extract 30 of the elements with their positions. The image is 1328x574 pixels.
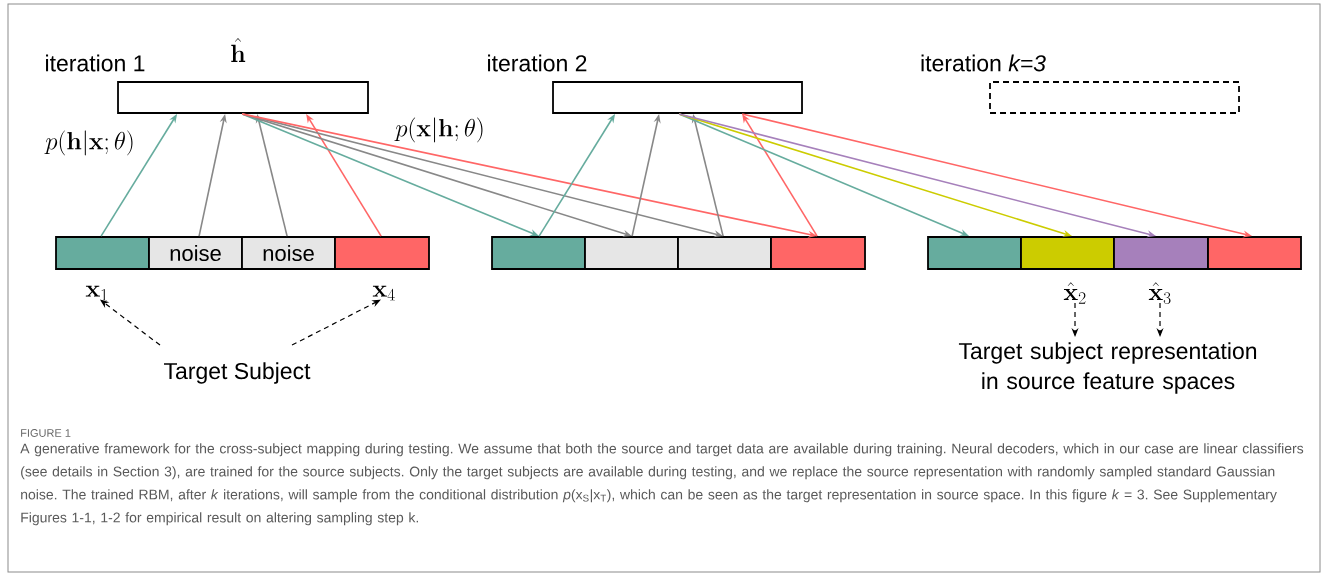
vector-cell: noise — [148, 236, 243, 270]
vector-cell — [677, 236, 772, 270]
hidden-layer-box — [989, 81, 1240, 114]
math-label: $\mathbf{x}_4$ — [372, 285, 395, 301]
vector-cell — [491, 236, 586, 270]
vector-cell — [334, 236, 430, 270]
hidden-layer-box — [117, 81, 369, 114]
iteration-label: iteration k=3 — [921, 54, 1046, 72]
math-label: $p(\mathbf{x}|\mathbf{h};\theta)$ — [394, 117, 483, 143]
math-label: $\mathbf{x}_1$ — [85, 285, 107, 301]
math-label: $\hat{\mathbf{x}}_3$ — [1148, 282, 1171, 304]
vector-cell — [1113, 236, 1209, 270]
math-label: $p(\mathbf{h}|\mathbf{x};\theta)$ — [44, 130, 133, 156]
vector-cell — [1020, 236, 1115, 270]
caption-text: A generative framework for the cross-subject mapping during testing. We assume that both the source and target data are available during training. Neural decoders, which in our case are linear classifiers (see details in Section 3), are trained for the source subjects. Only the target subjects are available during testing, and we replace the source representation with randomly sampled standard Gaussian noise. The trained RBM, after k iterations, will sample from the conditional distribution p(x$_{S}$|x$_{T}$), which can be seen as the target representation in source space. In this figure k = 3. See Supplementary Figures 1-1, 1-2 for empirical result on altering sampling step k. — [20, 443, 1304, 526]
figure-label: FIGURE 1 — [21, 429, 71, 437]
iteration-label: iteration 2 — [488, 54, 587, 72]
vector-cell — [927, 236, 1022, 270]
iteration-label: iteration 1 — [46, 54, 145, 72]
annotation-text: Target subject representation in source feature spaces — [958, 342, 1257, 394]
vector-cell — [1207, 236, 1302, 270]
vector-cell — [770, 236, 866, 270]
vector-cell — [55, 236, 150, 270]
hidden-layer-box — [552, 81, 803, 114]
annotation-text: Target Subject — [164, 362, 311, 384]
dashed-arrow — [291, 299, 381, 346]
math-label: $\hat{\mathbf{x}}_2$ — [1063, 282, 1086, 304]
math-label: $\hat{\mathbf{h}}$ — [231, 38, 246, 62]
vector-cell: noise — [241, 236, 336, 270]
vector-cell — [584, 236, 679, 270]
